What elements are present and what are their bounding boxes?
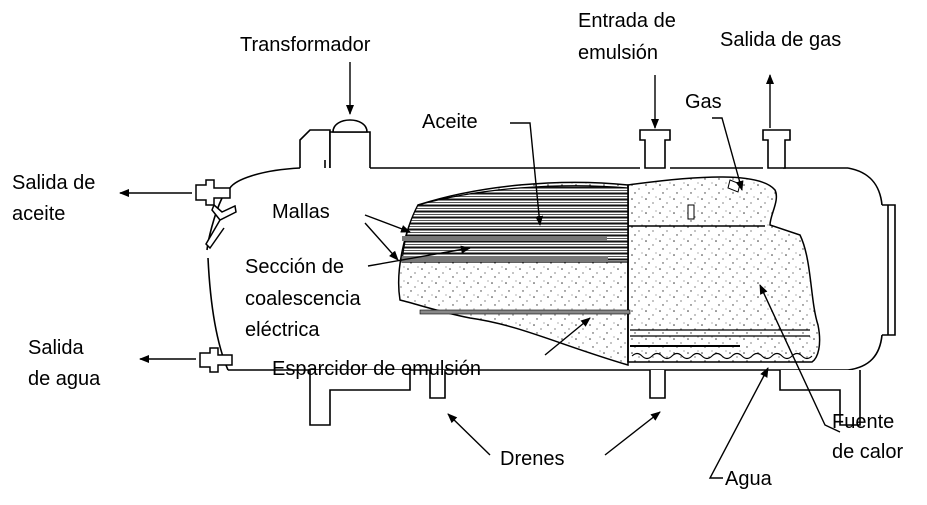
label-transformador: Transformador <box>240 34 371 56</box>
top-nozzles <box>639 129 791 169</box>
label-entrada-emulsion-1: Entrada de <box>578 10 676 32</box>
label-gas: Gas <box>685 91 722 113</box>
label-fuente-2: de calor <box>832 441 904 463</box>
cutaway-interior <box>397 176 821 367</box>
label-salida-gas: Salida de gas <box>720 29 842 51</box>
label-seccion-1: Sección de <box>245 256 344 278</box>
transformer-housing <box>299 119 371 168</box>
label-agua: Agua <box>725 468 772 490</box>
label-seccion-2: coalescencia <box>245 288 361 310</box>
bottom-supports <box>309 370 861 426</box>
label-salida-agua-2: de agua <box>28 368 101 390</box>
pointer-arrows <box>119 62 841 479</box>
label-drenes: Drenes <box>500 448 565 470</box>
label-mallas: Mallas <box>272 201 330 223</box>
label-salida-aceite-1: Salida de <box>12 172 96 194</box>
label-fuente-1: Fuente <box>832 411 895 433</box>
label-esparcidor: Esparcidor de emulsión <box>272 358 481 380</box>
water-outlet-nozzle <box>199 347 233 373</box>
label-salida-agua-1: Salida <box>28 337 84 359</box>
label-seccion-3: eléctrica <box>245 319 320 341</box>
label-aceite: Aceite <box>422 111 478 133</box>
label-salida-aceite-2: aceite <box>12 203 66 225</box>
label-entrada-emulsion-2: emulsión <box>578 42 659 64</box>
oil-outlet-nozzle <box>195 179 237 250</box>
